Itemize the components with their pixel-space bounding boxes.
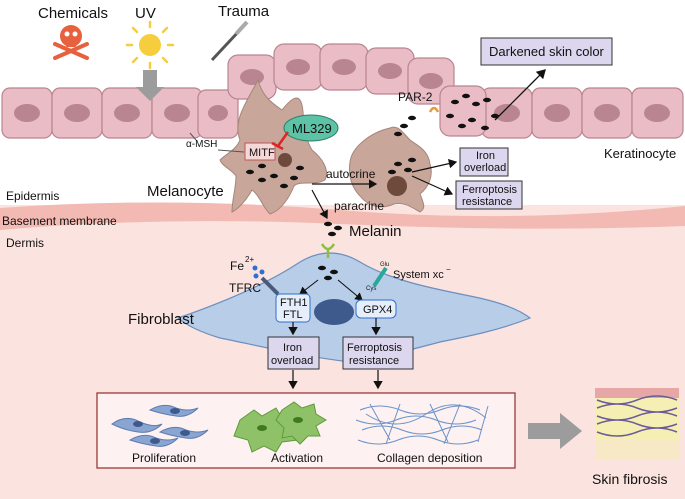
melanin-receptor xyxy=(320,243,336,258)
gpx4-label: GPX4 xyxy=(363,304,392,316)
iron-overload-top-line1: Iron xyxy=(476,150,495,162)
uv-arrow xyxy=(136,70,164,101)
par2-label: PAR-2 xyxy=(398,90,433,104)
activation-cells xyxy=(233,401,327,453)
fe-charge: 2+ xyxy=(245,255,254,264)
darkened-skin-box xyxy=(480,37,613,66)
ferroptosis-bottom-box xyxy=(342,336,414,370)
activation-label: Activation xyxy=(271,451,323,465)
ferroptosis-bottom-line1: Ferroptosis xyxy=(347,342,403,354)
ml329-ellipse xyxy=(283,114,339,142)
alpha-msh-arrow xyxy=(189,132,245,153)
skin-fibrosis-illustration xyxy=(595,388,679,460)
chemicals-skull-icon xyxy=(53,25,89,60)
cys-label: Cys xyxy=(366,286,376,292)
proliferation-label: Proliferation xyxy=(132,451,196,465)
dermis-label: Dermis xyxy=(6,236,44,250)
epidermis-label: Epidermis xyxy=(6,189,59,203)
melanocyte-right xyxy=(349,126,432,213)
system-xc-channel xyxy=(372,266,388,288)
trauma-label: Trauma xyxy=(218,3,270,20)
iron-overload-bottom-line2: overload xyxy=(271,355,313,367)
ferroptosis-top-line1: Ferroptosis xyxy=(462,184,518,196)
tfrc-channel xyxy=(260,276,280,296)
to-ferro-top-arrow xyxy=(411,175,454,196)
ftl-label: FTL xyxy=(283,309,303,321)
fth1-label: FTH1 xyxy=(280,297,308,309)
proliferation-nuclei xyxy=(133,408,190,444)
tfrc-label: TFRC xyxy=(229,281,261,295)
paracrine-arrow xyxy=(311,189,328,220)
mitf-label: MITF xyxy=(249,147,275,159)
melanin-to-fth-arrow xyxy=(299,279,319,295)
iron-ions xyxy=(252,265,265,279)
inhibit-bar xyxy=(271,141,284,151)
to-iron-top-arrow xyxy=(411,158,458,173)
mitf-box xyxy=(244,142,276,161)
ferroptosis-bottom-line2: resistance xyxy=(349,355,399,367)
iron-overload-bottom-line1: Iron xyxy=(283,342,302,354)
skin-fibrosis-label: Skin fibrosis xyxy=(592,471,667,487)
ml329-label: ML329 xyxy=(292,121,332,136)
alpha-msh-label: α-MSH xyxy=(186,139,217,150)
autocrine-label: autocrine xyxy=(326,167,376,181)
paracrine-label: paracrine xyxy=(334,199,384,213)
keratinocyte-layer xyxy=(1,43,684,139)
fibroblast-melanin xyxy=(318,265,338,281)
basement-membrane-band xyxy=(0,202,685,230)
par2-receptor xyxy=(428,106,440,113)
melanin-granules-right xyxy=(388,115,416,175)
glu-label: Glu xyxy=(380,262,389,268)
fibrosis-arrow xyxy=(528,413,582,449)
iron-overload-bottom-box xyxy=(267,336,320,370)
basement-membrane-label: Basement membrane xyxy=(2,214,117,228)
trauma-scalpel-icon xyxy=(210,20,249,62)
keratinocyte-label: Keratinocyte xyxy=(604,146,676,161)
iron-overload-top-line2: overload xyxy=(464,162,506,174)
collagen-deposition-label: Collagen deposition xyxy=(377,451,482,465)
collagen-fibers xyxy=(355,403,489,445)
ferroptosis-top-line2: resistance xyxy=(462,196,512,208)
system-xc-sup: − xyxy=(446,265,451,274)
fe-label: Fe xyxy=(230,259,244,273)
activation-nuclei xyxy=(257,417,303,431)
darkened-skin-label: Darkened skin color xyxy=(489,44,605,59)
chemicals-label: Chemicals xyxy=(38,5,108,22)
paracrine-melanin xyxy=(324,221,342,237)
uv-label: UV xyxy=(135,5,156,22)
melanin-granules-left xyxy=(246,163,304,189)
system-xc-label: System xc xyxy=(393,269,444,281)
ml329-inhibit xyxy=(276,131,290,147)
darkened-arrow xyxy=(494,69,546,121)
iron-overload-top-box xyxy=(459,147,509,177)
uv-sun-icon xyxy=(125,20,175,70)
melanin-label: Melanin xyxy=(349,223,402,240)
ferroptosis-top-box xyxy=(455,180,523,210)
fibroblast-label: Fibroblast xyxy=(128,311,195,328)
melanin-to-gpx-arrow xyxy=(337,279,363,301)
melanocyte-label: Melanocyte xyxy=(147,183,224,200)
